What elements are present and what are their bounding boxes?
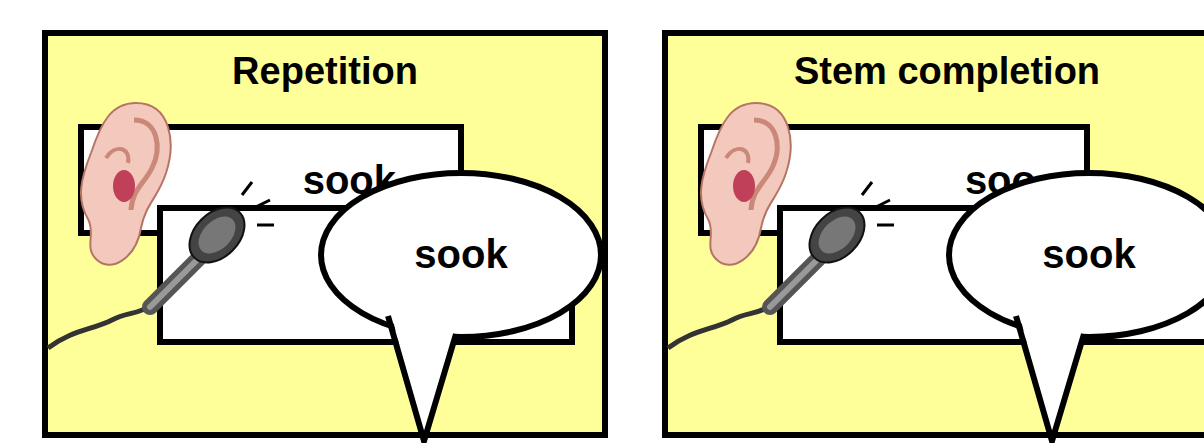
spoken-word: sook xyxy=(944,169,1204,339)
speech-bubble: sook xyxy=(944,169,1204,443)
speech-bubble: sook xyxy=(316,169,606,443)
panel-title: Stem completion xyxy=(668,50,1204,93)
panel-title: Repetition xyxy=(48,50,602,93)
task-panel: Stem completionsoo…sook xyxy=(662,30,1204,438)
speech-bubble-shape xyxy=(316,169,606,443)
spoken-word: sook xyxy=(316,169,606,339)
speech-bubble-shape xyxy=(944,169,1204,443)
task-panel: Repetitionsooksook xyxy=(42,30,608,438)
